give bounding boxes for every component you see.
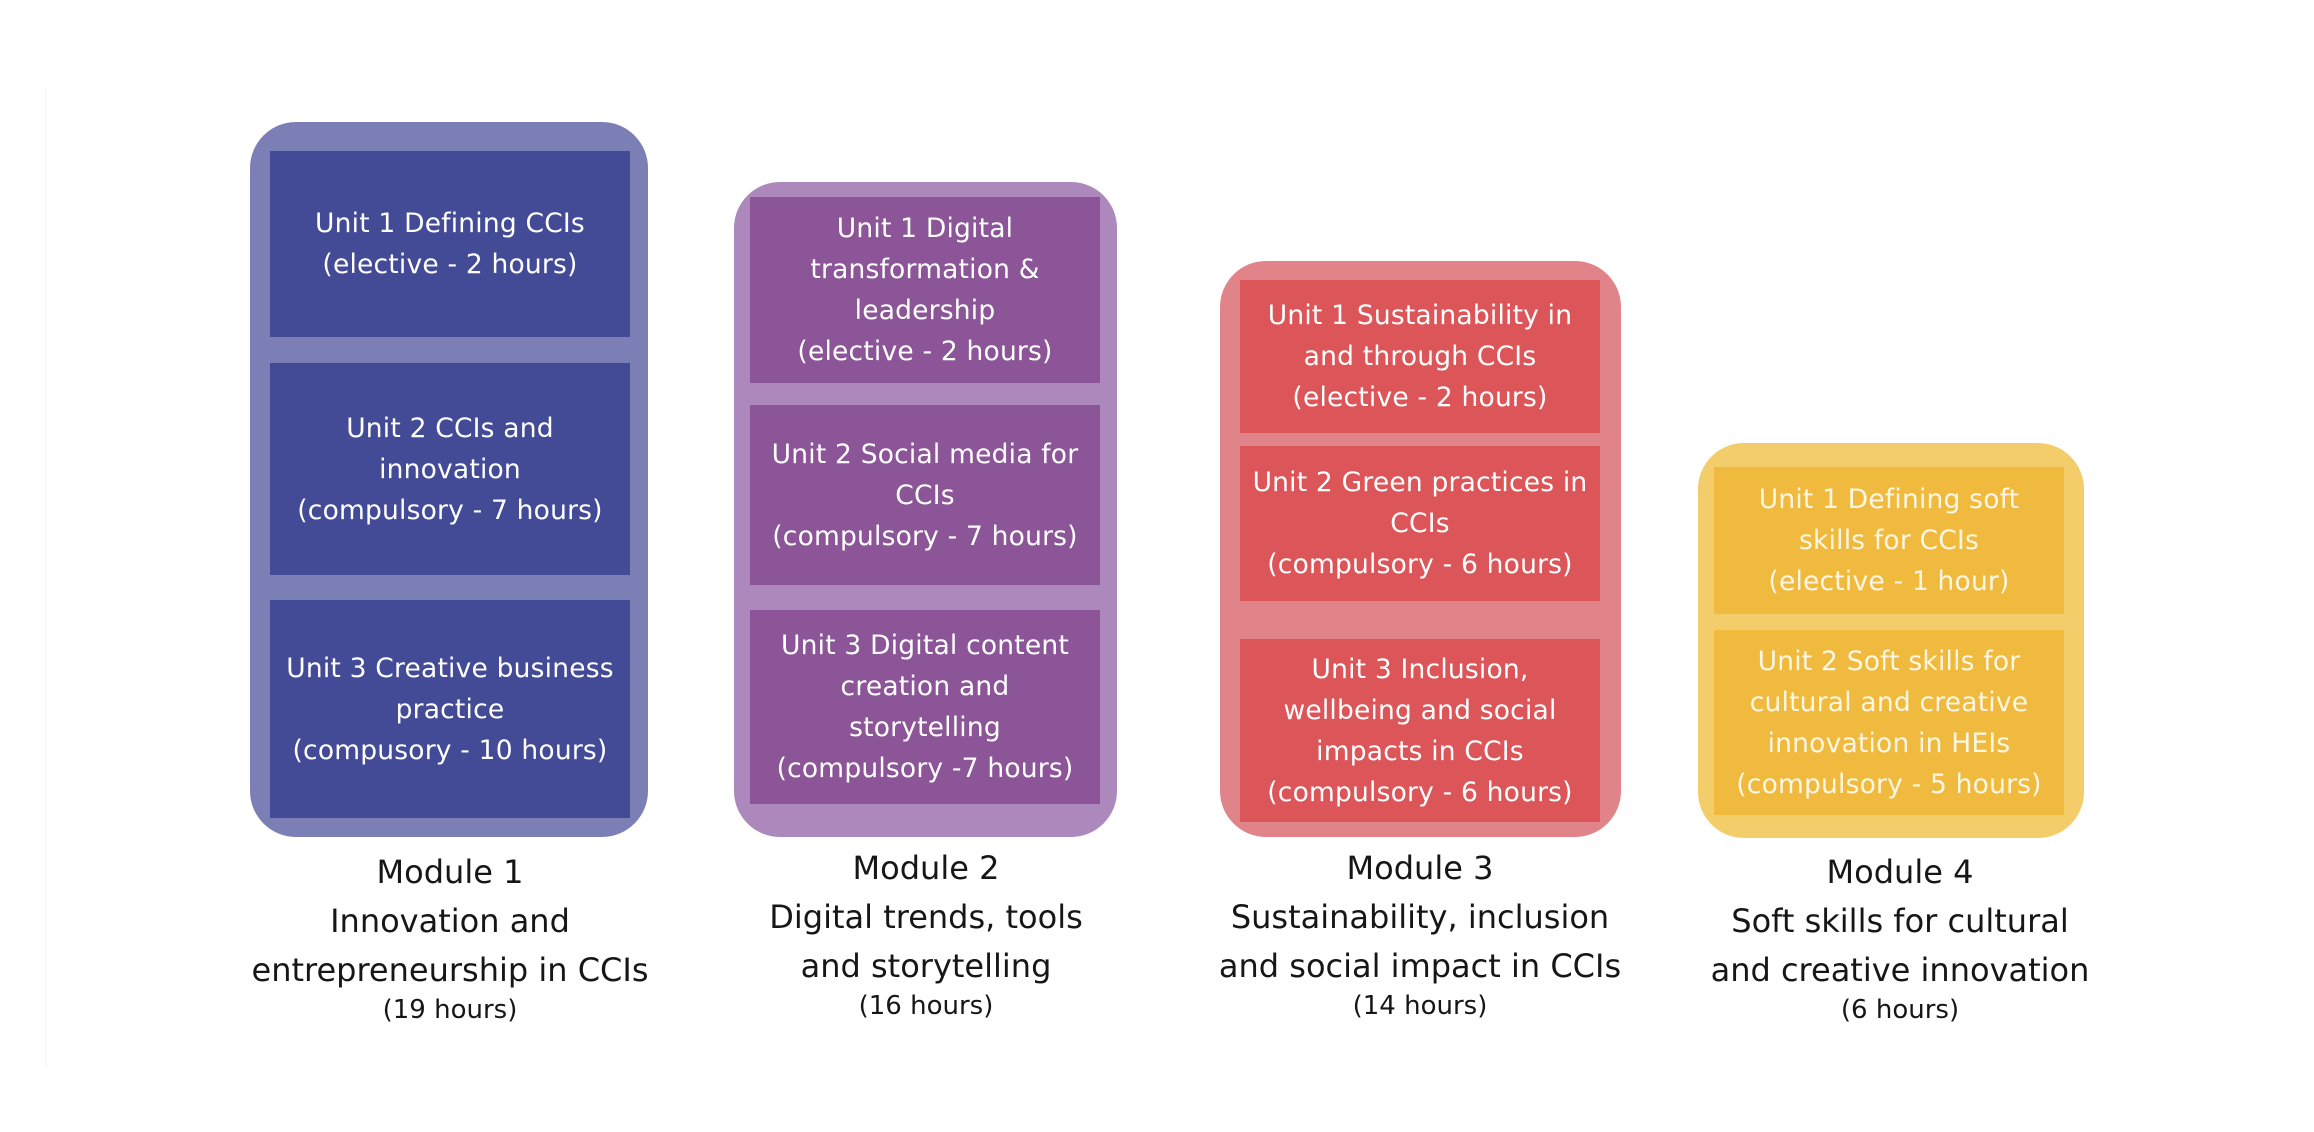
module-2-box: Unit 1 Digital transformation & leadersh… xyxy=(734,182,1117,837)
module-2-unit-3: Unit 3 Digital content creation and stor… xyxy=(750,610,1100,804)
module-4-unit-2: Unit 2 Soft skills for cultural and crea… xyxy=(1714,630,2064,815)
module-1-unit-2: Unit 2 CCIs and innovation (compulsory -… xyxy=(270,363,630,575)
module-3-label: Module 3 Sustainability, inclusion and s… xyxy=(1160,844,1680,1021)
module-3-box: Unit 1 Sustainability in and through CCI… xyxy=(1220,261,1621,837)
unit-text: Unit 1 Defining CCIs (elective - 2 hours… xyxy=(315,208,585,280)
module-1-hours: (19 hours) xyxy=(382,995,518,1025)
module-2-title: Digital trends, tools and storytelling xyxy=(769,898,1083,985)
module-1-unit-1: Unit 1 Defining CCIs (elective - 2 hours… xyxy=(270,151,630,337)
unit-text: Unit 2 Green practices in CCIs (compulso… xyxy=(1252,467,1588,580)
unit-text: Unit 3 Digital content creation and stor… xyxy=(776,630,1074,784)
unit-text: Unit 1 Defining soft skills for CCIs (el… xyxy=(1758,484,2020,597)
unit-text: Unit 2 CCIs and innovation (compulsory -… xyxy=(297,412,603,526)
module-2-label: Module 2 Digital trends, tools and story… xyxy=(676,844,1176,1021)
module-3-unit-2: Unit 2 Green practices in CCIs (compulso… xyxy=(1240,446,1600,601)
module-3-name: Module 3 xyxy=(1346,849,1494,887)
unit-text: Unit 3 Inclusion, wellbeing and social i… xyxy=(1267,653,1573,808)
module-4-name: Module 4 xyxy=(1826,853,1974,891)
unit-text: Unit 3 Creative business practice (compu… xyxy=(286,652,614,766)
module-2-unit-2: Unit 2 Social media for CCIs (compulsory… xyxy=(750,405,1100,585)
module-3-hours: (14 hours) xyxy=(1352,991,1488,1021)
unit-text: Unit 2 Social media for CCIs (compulsory… xyxy=(771,438,1079,552)
module-1-box: Unit 1 Defining CCIs (elective - 2 hours… xyxy=(250,122,648,837)
frame-divider xyxy=(45,88,46,1068)
module-2-hours: (16 hours) xyxy=(858,991,994,1021)
module-4-hours: (6 hours) xyxy=(1840,995,1960,1025)
module-4-unit-1: Unit 1 Defining soft skills for CCIs (el… xyxy=(1714,467,2064,614)
module-1-title: Innovation and entrepreneurship in CCIs xyxy=(251,902,649,989)
module-4-box: Unit 1 Defining soft skills for CCIs (el… xyxy=(1698,443,2084,838)
unit-text: Unit 1 Sustainability in and through CCI… xyxy=(1267,300,1573,413)
module-4-label: Module 4 Soft skills for cultural and cr… xyxy=(1640,848,2160,1025)
unit-text: Unit 2 Soft skills for cultural and crea… xyxy=(1736,645,2042,800)
module-2-unit-1: Unit 1 Digital transformation & leadersh… xyxy=(750,197,1100,383)
module-3-title: Sustainability, inclusion and social imp… xyxy=(1218,898,1622,985)
module-2-name: Module 2 xyxy=(852,849,1000,887)
module-1-name: Module 1 xyxy=(376,853,524,891)
module-1-unit-3: Unit 3 Creative business practice (compu… xyxy=(270,600,630,818)
module-3-unit-3: Unit 3 Inclusion, wellbeing and social i… xyxy=(1240,639,1600,822)
unit-text: Unit 1 Digital transformation & leadersh… xyxy=(797,213,1053,367)
module-4-title: Soft skills for cultural and creative in… xyxy=(1710,902,2090,989)
module-3-unit-1: Unit 1 Sustainability in and through CCI… xyxy=(1240,280,1600,433)
module-1-label: Module 1 Innovation and entrepreneurship… xyxy=(200,848,700,1025)
